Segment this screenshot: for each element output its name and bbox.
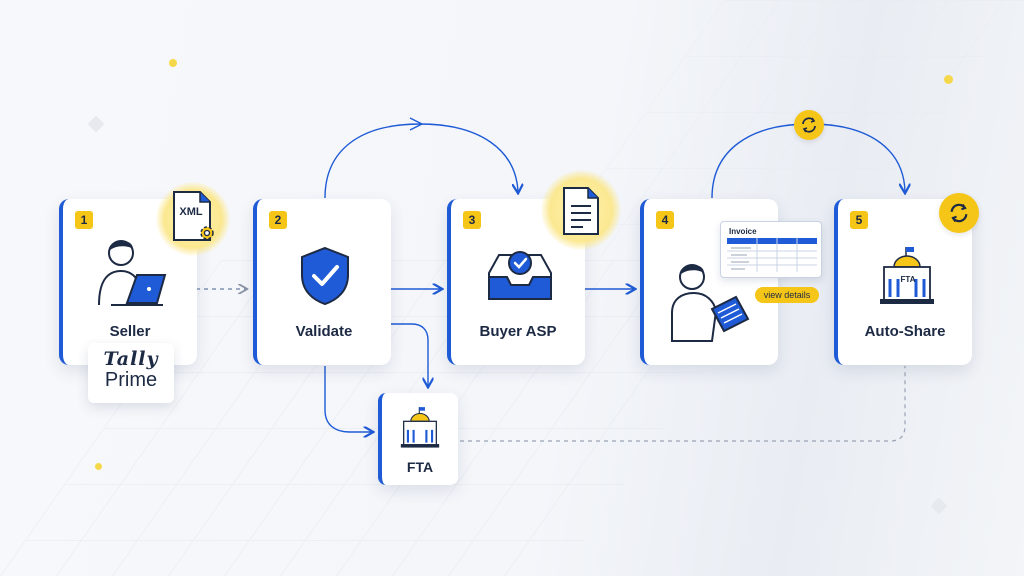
dashed-fta-to-autoshare [460, 366, 906, 442]
invoice-table [727, 238, 817, 272]
step-card-buyer-asp[interactable]: 3 Buyer ASP [447, 199, 585, 365]
decor-dot [944, 75, 953, 84]
fta-card[interactable]: FTA [378, 393, 458, 485]
step-number: 1 [75, 211, 93, 229]
step-number: 3 [463, 211, 481, 229]
step-label: Validate [295, 323, 353, 340]
shield-check-icon [301, 246, 349, 306]
arc-validate-to-buyer [324, 123, 518, 199]
step-label: Buyer ASP [479, 323, 557, 340]
xml-file-icon [173, 191, 211, 241]
building-text: FTA [900, 275, 916, 284]
arrow-validate-branch-fta [390, 323, 428, 386]
invoice-preview[interactable]: Invoice [720, 221, 822, 278]
refresh-icon [794, 110, 824, 140]
refresh-icon [939, 193, 979, 233]
step-number: 5 [850, 211, 868, 229]
government-building-icon [880, 247, 934, 304]
step-number: 2 [269, 211, 287, 229]
tally-text: Tally [103, 348, 159, 370]
invoice-title: Invoice [729, 227, 757, 236]
tally-prime-logo: Tally Prime [88, 343, 174, 403]
step-card-validate[interactable]: 2 Validate [253, 199, 391, 365]
government-building-icon [400, 407, 440, 448]
view-details-button[interactable]: view details [755, 287, 819, 303]
decor-dot [95, 463, 102, 470]
gear-icon [200, 226, 214, 240]
step-number: 4 [656, 211, 674, 229]
decor-dot [169, 59, 177, 67]
person-tablet-icon [671, 264, 750, 342]
inbox-check-icon [488, 251, 552, 300]
fta-label: FTA [406, 459, 434, 475]
prime-text: Prime [104, 369, 158, 391]
document-icon [563, 187, 599, 235]
xml-label: XML [179, 206, 203, 218]
step-label: Seller [109, 323, 151, 340]
seller-laptop-person-icon [98, 240, 167, 306]
step-label: Auto-Share [864, 323, 946, 340]
step-card-auto-share[interactable]: 5 FTA Auto-Share [834, 199, 972, 365]
arrow-validate-to-fta [324, 366, 372, 432]
